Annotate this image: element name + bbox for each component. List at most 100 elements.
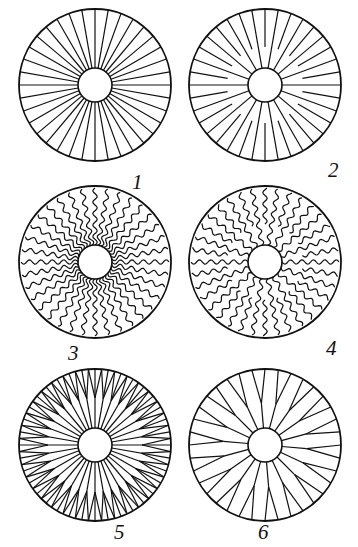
gill-line [19,444,78,445]
gill-line [295,475,324,494]
gill-line [19,438,48,445]
cap-margin [189,186,341,338]
gill-line [119,486,128,514]
gill-line [302,92,339,99]
wavy-gill-line [228,277,256,327]
gill-line [252,370,262,403]
gill-line [194,59,249,79]
gill-line [268,102,278,160]
gill-line [289,387,314,411]
gill-line [142,445,171,452]
gill-line [63,376,72,404]
gill-line [94,9,95,68]
gill-line [20,88,78,98]
gill-line [199,47,232,66]
gill-line [19,445,48,452]
gill-line [235,415,253,433]
gill-line [103,491,115,518]
gill-line [216,387,235,416]
gill-line [227,427,250,438]
gill-line [276,374,291,405]
gill-line [24,91,79,111]
cap-margin [19,9,171,161]
wavy-gill-line [48,275,85,319]
gill-line [141,452,170,454]
wavy-gill-line [106,205,143,249]
wavy-gill-line [192,267,228,276]
gill-line [101,101,121,156]
gill-line [307,445,341,449]
wavy-gill-line [69,193,91,247]
gill-line [112,72,170,82]
gill-line [269,405,275,429]
gill-line [136,413,164,422]
gill-line [299,396,323,421]
gill-line [69,14,89,69]
gill-line [275,411,289,431]
gill-line [94,462,95,521]
gill-line [87,369,89,398]
gill-line [142,438,171,445]
gill-disc [189,369,341,521]
gill-line [101,14,121,69]
gill-line [94,369,95,428]
figure-number: 2 [328,160,339,181]
gill-line [125,481,138,507]
gill-line [112,88,170,98]
wavy-gill-line [112,260,169,264]
gill-line [98,370,108,428]
gill-line [141,425,168,437]
stem-ring [248,68,282,102]
gill-line [302,72,339,79]
gill-line [254,461,260,485]
gill-disc [189,186,341,338]
wavy-gill-line [263,188,267,224]
gill-line [281,59,336,79]
gill-line [216,114,241,143]
wavy-gill-line [108,273,152,310]
gill-line [227,479,241,511]
gill-line [252,10,262,68]
gill-line [190,72,227,79]
wavy-gill-line [22,263,78,276]
gill-line [239,485,254,516]
gill-line [247,407,257,430]
gill-line [289,114,314,143]
gill-line [190,456,224,458]
gill-line [280,452,303,463]
figure-number: 3 [68,343,79,364]
wavy-gill-line [267,189,278,245]
wavy-gill-line [100,278,122,332]
gill-line [307,449,340,459]
wavy-gill-line [193,247,228,256]
gill-line [98,102,108,160]
gill-line [282,447,307,449]
gill-line [241,459,255,479]
wavy-gill-line [274,198,302,248]
figure-number: 4 [326,338,337,359]
gill-line [207,396,236,415]
wavy-gill-line [21,260,78,264]
gill-line [69,101,89,156]
gill-line [261,403,263,428]
wavy-gill-line [263,300,267,336]
gill-line [199,407,227,427]
gill-line [223,441,248,443]
gill-line [216,27,241,56]
wavy-gill-line [302,248,338,257]
gill-line [225,449,249,455]
wavy-gill-line [266,279,279,335]
cap-margin [19,369,171,521]
gill-line [267,462,269,487]
gill-line [278,121,291,157]
stem-ring [78,68,112,102]
gill-line [24,59,79,79]
wavy-gill-line [93,188,97,245]
gill-disc [19,369,171,521]
stem-ring [248,428,282,462]
figure-number: 5 [114,522,125,543]
gill-line [98,10,108,68]
gill-line [281,91,336,111]
wavy-gill-line [218,204,241,233]
gill-line [189,441,223,445]
